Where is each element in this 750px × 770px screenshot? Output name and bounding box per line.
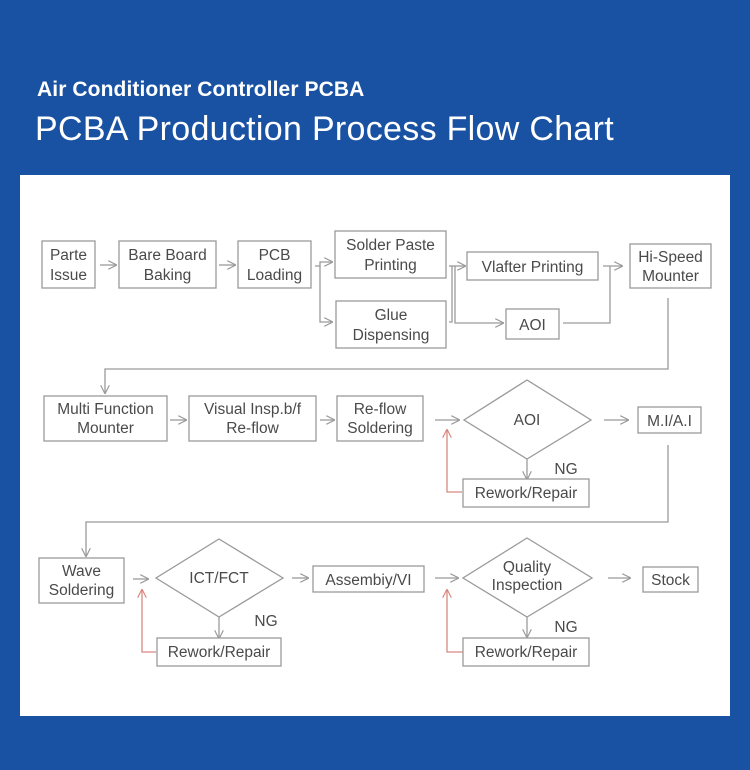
edge-glue-to-aoi	[449, 266, 503, 323]
svg-text:Re-flow: Re-flow	[354, 401, 407, 418]
svg-text:Inspection: Inspection	[492, 577, 563, 594]
node-aoi-1[interactable]: AOI	[505, 308, 560, 340]
ng-label-1: NG	[554, 461, 577, 478]
edge-aoi-to-hispeed	[563, 266, 611, 324]
svg-text:Re-flow: Re-flow	[226, 420, 279, 437]
svg-text:Dispensing: Dispensing	[353, 327, 430, 344]
node-glue-dispensing[interactable]: Glue Dispensing	[335, 300, 447, 349]
node-bare-board-baking[interactable]: Bare Board Baking	[118, 240, 217, 289]
node-hi-speed-mounter[interactable]: Hi-Speed Mounter	[629, 243, 712, 289]
svg-text:Solder Paste: Solder Paste	[346, 237, 435, 254]
svg-text:Rework/Repair: Rework/Repair	[168, 644, 271, 661]
node-rework-repair-3[interactable]: Rework/Repair	[462, 637, 590, 667]
svg-text:Issue: Issue	[50, 267, 87, 284]
svg-text:Parte: Parte	[50, 247, 87, 264]
svg-text:Soldering: Soldering	[49, 582, 115, 599]
ng-label-2: NG	[254, 613, 277, 630]
subtitle: Air Conditioner Controller PCBA	[37, 78, 365, 101]
node-multi-function-mounter[interactable]: Multi Function Mounter	[43, 395, 168, 442]
node-rework-repair-2[interactable]: Rework/Repair	[156, 637, 282, 667]
svg-text:Mounter: Mounter	[77, 420, 134, 437]
edge-rework3-to-quality	[447, 590, 463, 653]
svg-text:Bare Board: Bare Board	[128, 247, 206, 264]
svg-text:Visual Insp.b/f: Visual Insp.b/f	[204, 401, 302, 418]
node-ict-fct-decision[interactable]: ICT/FCT	[154, 538, 285, 618]
svg-text:Multi Function: Multi Function	[57, 401, 153, 418]
svg-text:NG: NG	[254, 613, 277, 630]
node-pcb-loading[interactable]: PCB Loading	[237, 240, 312, 289]
node-parte-issue[interactable]: Parte Issue	[41, 240, 96, 289]
svg-text:M.I/A.I: M.I/A.I	[647, 413, 692, 430]
edge-rework2-to-ict	[142, 590, 156, 653]
node-visual-insp[interactable]: Visual Insp.b/f Re-flow	[188, 395, 317, 442]
node-reflow-soldering[interactable]: Re-flow Soldering	[336, 395, 424, 442]
svg-text:AOI: AOI	[514, 412, 541, 429]
edge-pcb-to-solder	[315, 262, 332, 267]
connectors	[86, 262, 669, 653]
svg-text:NG: NG	[554, 619, 577, 636]
svg-text:Vlafter Printing: Vlafter Printing	[482, 259, 584, 276]
svg-text:Baking: Baking	[144, 267, 191, 284]
svg-text:Rework/Repair: Rework/Repair	[475, 644, 578, 661]
node-vlafter-printing[interactable]: Vlafter Printing	[466, 251, 599, 281]
svg-text:Printing: Printing	[364, 257, 417, 274]
edge-mi-to-wave	[86, 445, 669, 556]
node-solder-paste-printing[interactable]: Solder Paste Printing	[334, 230, 447, 279]
svg-text:Glue: Glue	[375, 307, 408, 324]
svg-text:Hi-Speed: Hi-Speed	[638, 249, 703, 266]
page-title: PCBA Production Process Flow Chart	[35, 110, 614, 148]
edge-rework1-to-aoi2	[447, 430, 462, 493]
svg-text:NG: NG	[554, 461, 577, 478]
edge-hispeed-to-multi	[105, 298, 669, 393]
svg-text:ICT/FCT: ICT/FCT	[189, 570, 249, 587]
ng-label-3: NG	[554, 619, 577, 636]
svg-text:Mounter: Mounter	[642, 268, 699, 285]
svg-text:Assembiy/VI: Assembiy/VI	[325, 572, 411, 589]
svg-text:PCB: PCB	[259, 247, 291, 264]
node-stock[interactable]: Stock	[642, 566, 699, 593]
node-mi-ai[interactable]: M.I/A.I	[637, 406, 702, 434]
edge-pcb-to-glue	[319, 266, 332, 322]
node-rework-repair-1[interactable]: Rework/Repair	[462, 478, 590, 508]
svg-text:AOI: AOI	[519, 317, 546, 334]
svg-text:Soldering: Soldering	[347, 420, 413, 437]
svg-text:Stock: Stock	[651, 572, 690, 589]
node-wave-soldering[interactable]: Wave Soldering	[38, 557, 125, 604]
node-assembly-vi[interactable]: Assembiy/VI	[312, 565, 425, 593]
node-aoi-2-decision[interactable]: AOI	[462, 379, 593, 460]
svg-text:Quality: Quality	[503, 559, 551, 576]
svg-text:Rework/Repair: Rework/Repair	[475, 485, 578, 502]
svg-text:Loading: Loading	[247, 267, 302, 284]
svg-text:Wave: Wave	[62, 563, 101, 580]
node-quality-inspection-decision[interactable]: Quality Inspection	[461, 537, 594, 618]
